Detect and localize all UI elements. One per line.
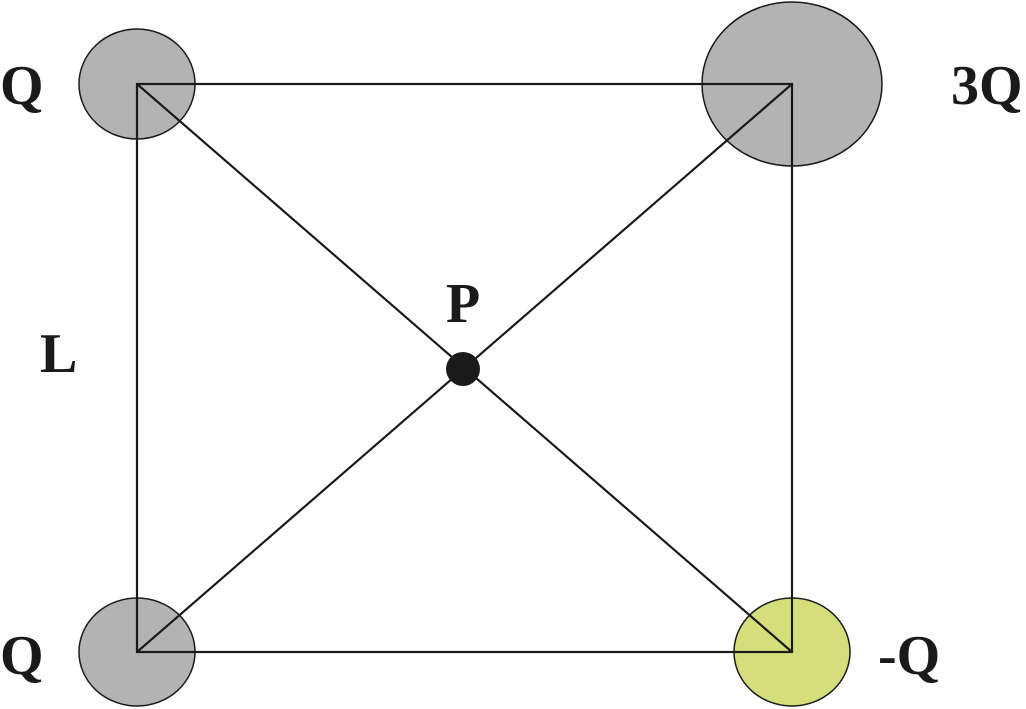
charge-label-bottom-right: -Q [878, 625, 940, 687]
charge-label-bottom-left: Q [0, 625, 44, 687]
side-length-label: L [40, 323, 77, 385]
charge-label-top-left: Q [0, 55, 44, 117]
charge-label-top-right: 3Q [951, 55, 1023, 117]
point-p-label: P [446, 273, 480, 335]
point-p-dot [446, 352, 480, 386]
square-outline [135, 82, 794, 654]
